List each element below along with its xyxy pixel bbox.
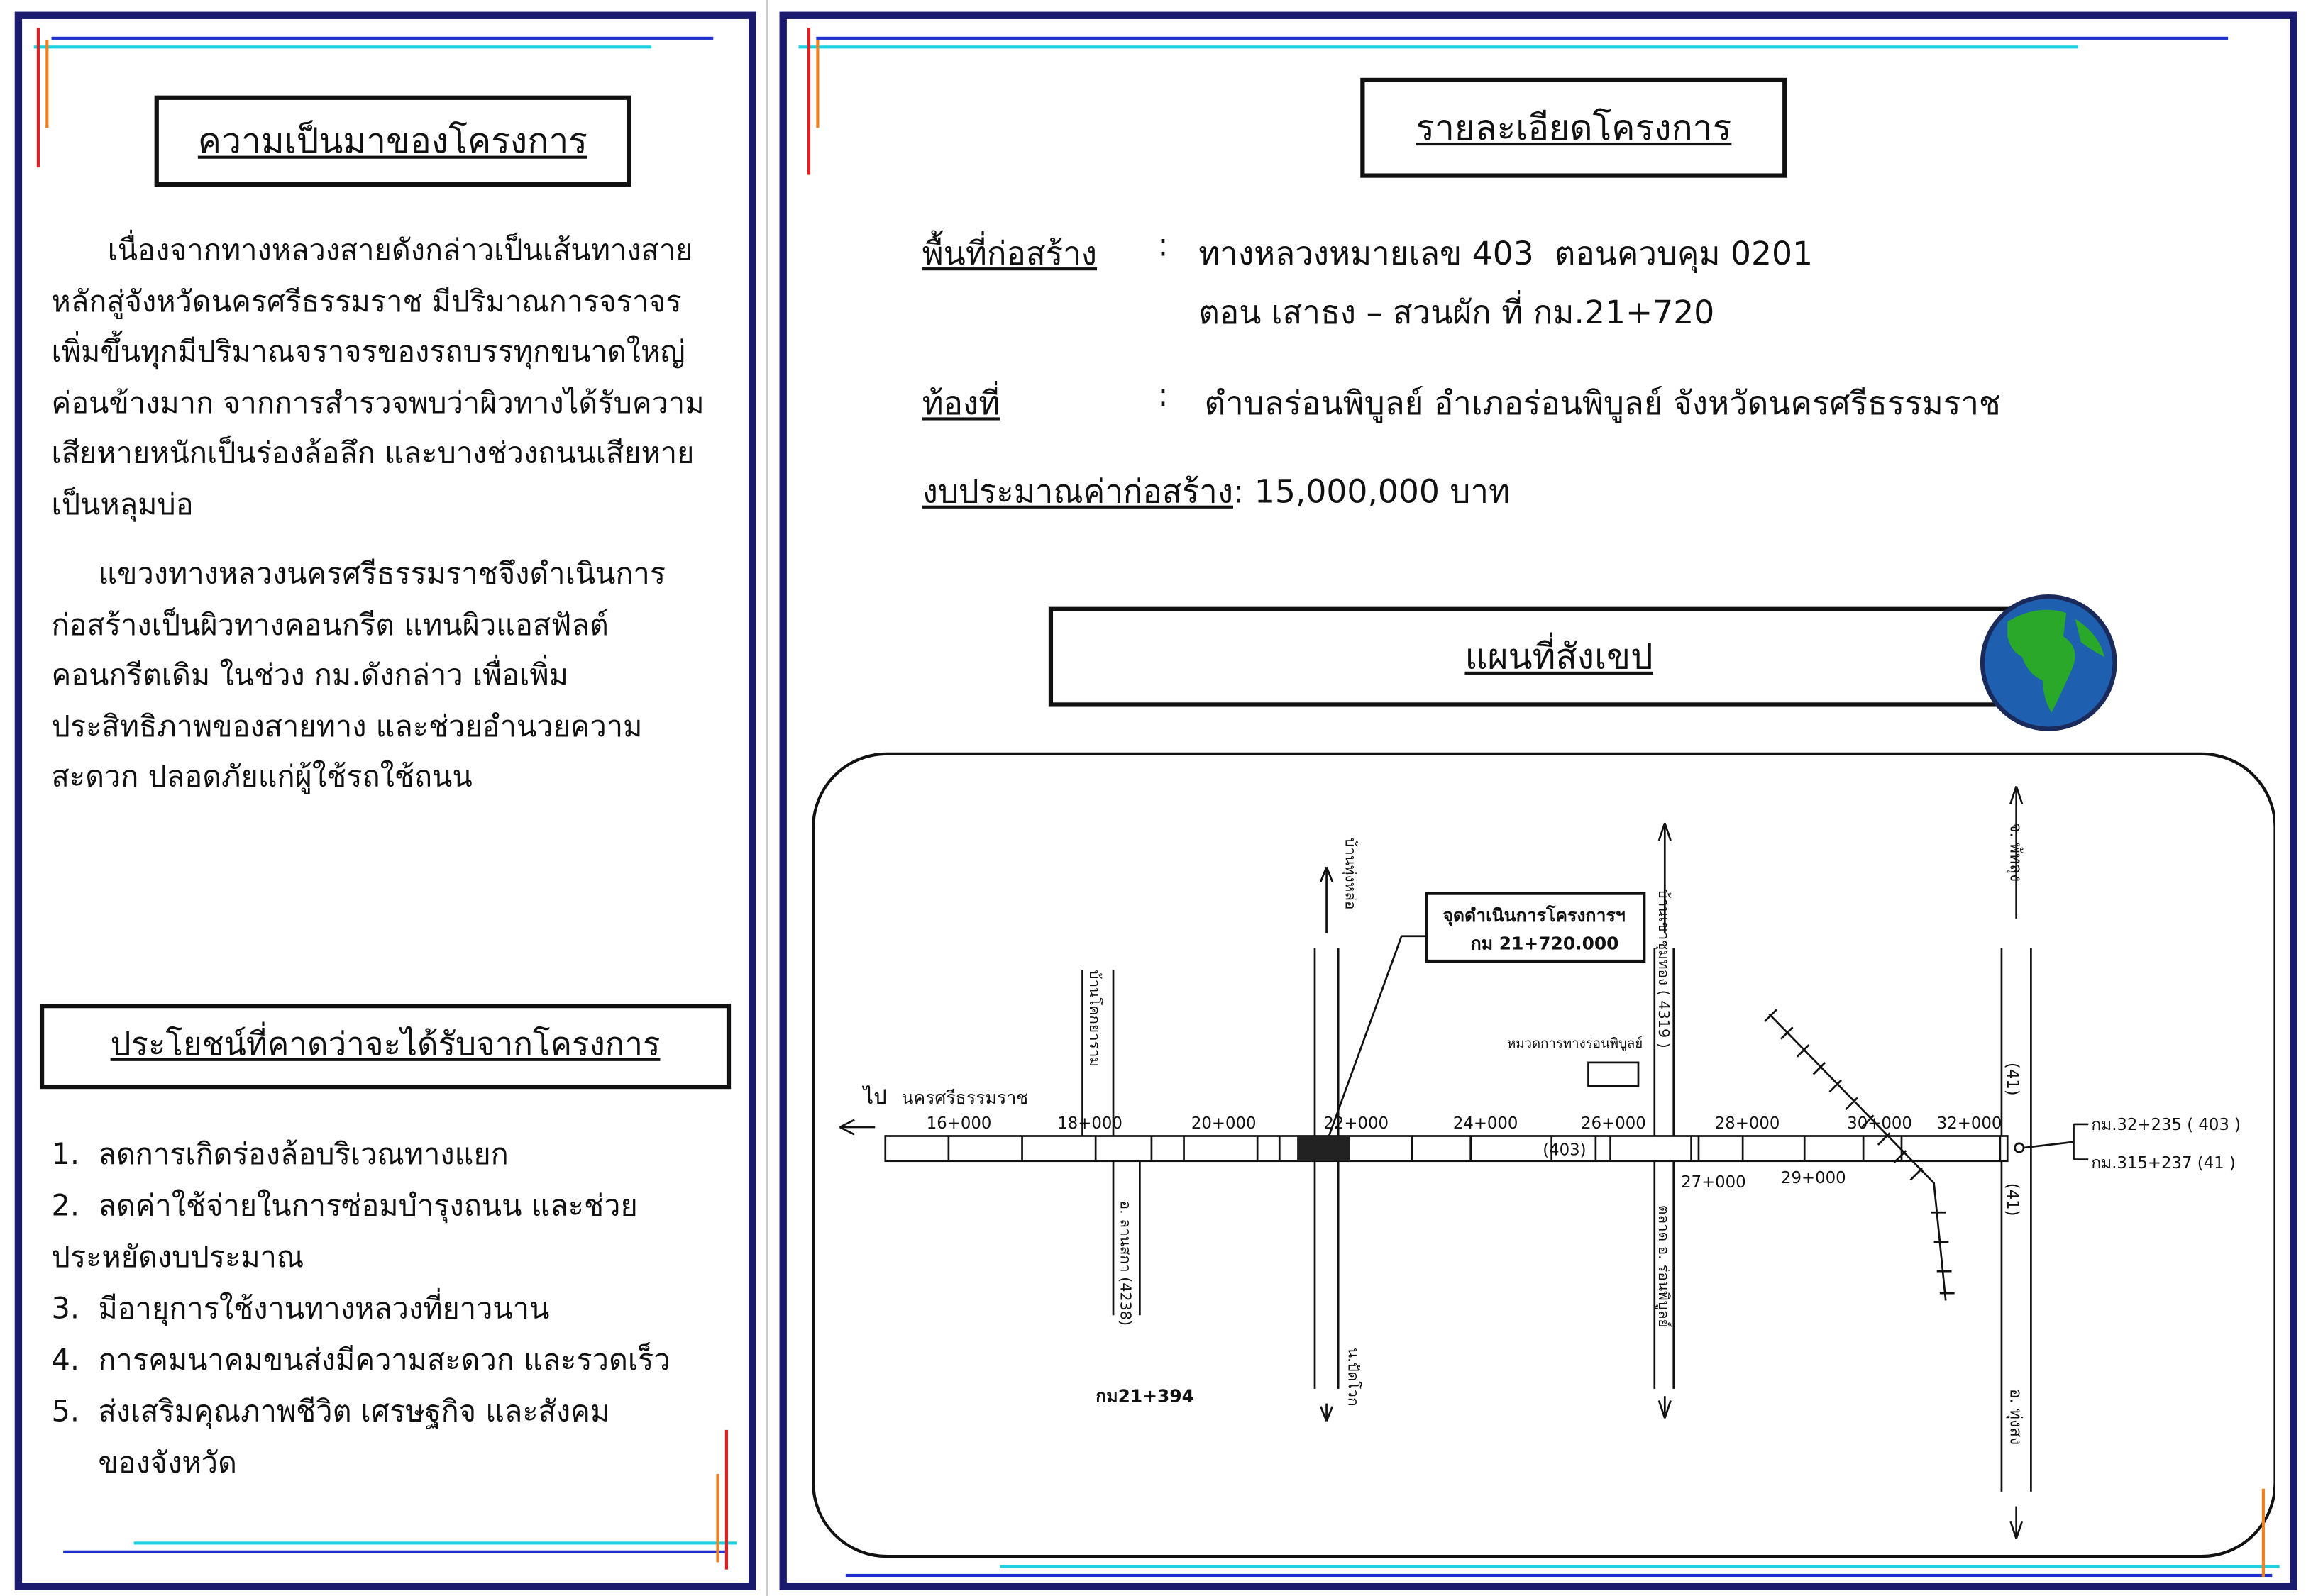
decor-line-orange-bottom: [2261, 1488, 2265, 1578]
decor-line-cyan: [33, 45, 652, 49]
text-line: สะดวก ปลอดภัยแก่ผู้ใช้รถใช้ถนน: [51, 758, 473, 794]
benefit-item: 1. ลดการเกิดร่องล้อบริเวณทางแยก: [51, 1136, 509, 1172]
km-label: 22+000: [1323, 1114, 1389, 1133]
text-line: แขวงทางหลวงนครศรีธรรมราชจึงดำเนินการ: [51, 555, 666, 591]
benefit-item: 5. ส่งเสริมคุณภาพชีวิต เศรษฐกิจ และสังคม…: [51, 1393, 610, 1480]
decor-line-blue: [51, 36, 714, 40]
decor-line-orange: [816, 39, 820, 128]
text-line: เนื่องจากทางหลวงสายดังกล่าวเป็นเส้นทางสา…: [51, 232, 693, 268]
locality-colon: :: [1157, 377, 1169, 415]
road-ban-thung: บ้านทุ่งหล่อ: [1342, 838, 1359, 910]
km-label: 27+000: [1681, 1173, 1746, 1192]
decor-line-orange: [45, 39, 49, 128]
budget-row: งบประมาณค่าก่อสร้าง: 15,000,000 บาท: [922, 466, 1511, 511]
to-thung-song: อ. ทุ่งสง: [2006, 1389, 2024, 1445]
text-line: ค่อนข้างมาก จากการสำรวจพบว่าผิวทางได้รับ…: [51, 384, 705, 420]
road-ban-khok: บ้านโคกยาราม: [1086, 970, 1103, 1067]
decor-line-blue-bottom: [63, 1550, 725, 1553]
to-city: นครศรีธรรมราช: [902, 1087, 1029, 1108]
text-line: เพิ่มขึ้นทุกมีปริมาณจราจรของรถบรรทุกขนาด…: [51, 333, 685, 370]
site-label: พื้นที่ก่อสร้าง: [922, 236, 1098, 274]
road-pak-phun: น.ปัดโวก: [1345, 1348, 1362, 1407]
details-title: รายละเอียดโครงการ: [1360, 77, 1787, 178]
locality-row: ท้องที่: ตำบลร่อนพิบูลย์ อำเภอร่อนพิบูลย์…: [922, 377, 2001, 423]
site-colon: :: [1157, 228, 1169, 265]
text-line: เป็นหลุมบ่อ: [51, 485, 194, 521]
decor-line-cyan-bottom: [133, 1541, 737, 1545]
globe-icon: [1980, 594, 2117, 731]
km-label: 29+000: [1781, 1169, 1846, 1187]
text-line: ประสิทธิภาพของสายทาง และช่วยอำนวยความ: [51, 707, 643, 743]
km-label: 32+000: [1937, 1114, 2002, 1133]
decor-line-red-bottom: [724, 1429, 728, 1570]
decor-line-orange-bottom: [716, 1474, 719, 1563]
text-line: เสียหายหนักเป็นร่องล้อลึก และบางช่วงถนนเ…: [51, 435, 695, 470]
site-row: พื้นที่ก่อสร้าง: ทางหลวงหมายเลข 403 ตอนคว…: [922, 228, 1813, 274]
decor-line-red: [36, 28, 40, 168]
decor-line-blue-bottom: [845, 1573, 2273, 1578]
km-label: 20+000: [1191, 1114, 1257, 1133]
project-callout-line-2: กม 21+720.000: [1471, 933, 1619, 953]
decor-line-cyan: [798, 45, 2078, 49]
fold-divider: [766, 0, 768, 1596]
km-labels: 16+000 18+000 20+000 22+000 24+000 26+00…: [927, 1114, 2002, 1192]
road-lan-saka: อ. ลานสกา (4238): [1117, 1201, 1134, 1326]
decor-line-blue: [816, 36, 2229, 40]
decor-line-cyan-bottom: [1000, 1565, 2280, 1568]
decor-line-red: [807, 28, 811, 175]
budget-value: : 15,000,000 บาท: [1232, 475, 1511, 511]
left-panel: ความเป็นมาของโครงการ เนื่องจากทางหลวงสาย…: [14, 11, 756, 1590]
junction-km-2: กม.315+237 (41 ): [2091, 1154, 2235, 1173]
text-line: หลักสู่จังหวัดนครศรีธรรมราช มีปริมาณการจ…: [51, 282, 682, 318]
text-line: คอนกรีตเดิม ในช่วง กม.ดังกล่าว เพื่อเพิ่…: [51, 657, 569, 692]
site-line-1: ทางหลวงหมายเลข 403 ตอนควบคุม 0201: [1198, 236, 1814, 274]
background-title: ความเป็นมาของโครงการ: [154, 95, 631, 187]
benefit-item: 3. มีอายุการใช้งานทางหลวงที่ยาวนาน: [51, 1290, 550, 1326]
km-label: 24+000: [1453, 1114, 1518, 1133]
junction-km-1: กม.32+235 ( 403 ): [2091, 1116, 2241, 1134]
project-callout-box: [1425, 892, 1646, 963]
route-41-bottom: (41): [2003, 1183, 2021, 1217]
road-ron-phibun: ตลาด อ. ร่อนพิบูลย์: [1655, 1205, 1672, 1328]
benefits-title: ประโยชน์ที่คาดว่าจะได้รับจากโครงการ: [39, 1004, 732, 1090]
office-label: หมวดการทางร่อนพิบูลย์: [1507, 1036, 1643, 1051]
project-site-marker: [1297, 1136, 1350, 1161]
route-41-top: (41): [2003, 1063, 2021, 1096]
km-label: 16+000: [927, 1114, 992, 1133]
site-line-2: ตอน เสาธง – สวนผัก ที่ กม.21+720: [1198, 295, 1715, 333]
background-paragraph-1: เนื่องจากทางหลวงสายดังกล่าวเป็นเส้นทางสา…: [52, 225, 705, 529]
km-label: 26+000: [1581, 1114, 1646, 1133]
km-note: กม21+394: [1096, 1386, 1194, 1407]
right-panel: รายละเอียดโครงการ พื้นที่ก่อสร้าง: ทางหลว…: [779, 11, 2297, 1590]
route-403-label: (403): [1543, 1141, 1586, 1159]
locality-value: ตำบลร่อนพิบูลย์ อำเภอร่อนพิบูลย์ จังหวัด…: [1204, 386, 2001, 423]
km-label: 30+000: [1847, 1114, 1912, 1133]
locality-label: ท้องที่: [922, 386, 1000, 423]
project-callout-line-1: จุดดำเนินการโครงการฯ: [1442, 904, 1626, 927]
map-title: แผนที่สังเขป: [1048, 606, 2070, 707]
km-label: 18+000: [1057, 1114, 1122, 1133]
road-ban-khao: บ้านเขาชุมทอง ( 4319 ): [1655, 889, 1672, 1048]
to-label: ไป: [862, 1085, 887, 1109]
background-paragraph-2: แขวงทางหลวงนครศรีธรรมราชจึงดำเนินการก่อส…: [52, 548, 666, 802]
budget-label: งบประมาณค่าก่อสร้าง: [922, 475, 1233, 511]
km-label: 28+000: [1715, 1114, 1780, 1133]
text-line: ก่อสร้างเป็นผิวทางคอนกรีต แทนผิวแอสฟัลต์: [51, 606, 609, 642]
benefit-item: 4. การคมนาคมขนส่งมีความสะดวก และรวดเร็ว: [51, 1341, 671, 1378]
sketch-map: จุดดำเนินการโครงการฯ กม 21+720.000 ไป นค…: [812, 752, 2275, 1558]
benefit-item: 2. ลดค่าใช้จ่ายในการซ่อมบำรุงถนน และช่วย…: [51, 1187, 638, 1275]
to-phatthalung: จ. พัทลุง: [2006, 823, 2024, 882]
benefits-list: 1. ลดการเกิดร่องล้อบริเวณทางแยก 2. ลดค่าใ…: [52, 1129, 671, 1489]
